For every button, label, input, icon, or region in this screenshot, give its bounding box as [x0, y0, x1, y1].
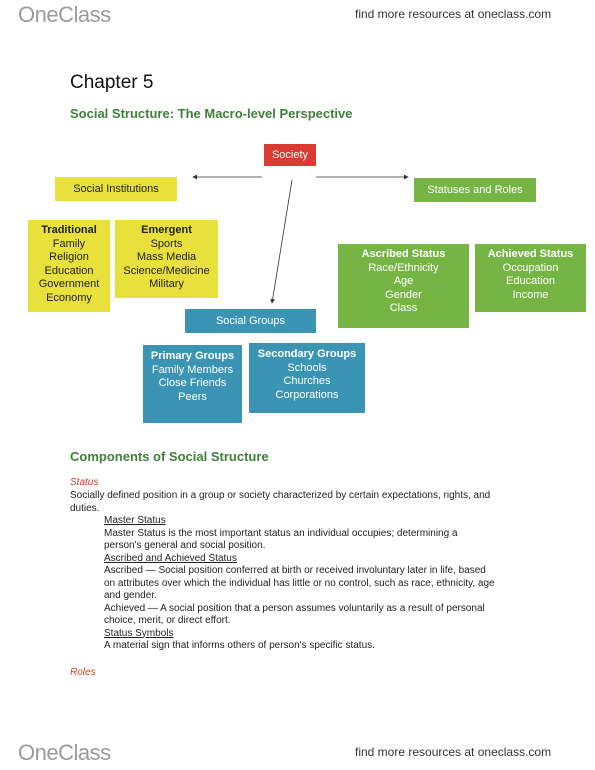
master-status-title: Master Status [104, 515, 166, 526]
achieved-item: Income [512, 288, 549, 301]
social-groups-box: Social Groups [185, 309, 316, 333]
traditional-title: Traditional [41, 224, 97, 236]
statuses-roles-label: Statuses and Roles [427, 184, 523, 196]
traditional-item: Government [38, 278, 100, 290]
emergent-item: Military [149, 278, 184, 290]
text-line: A material sign that informs others of p… [104, 640, 375, 651]
text-line: choice, merit, or direct effort. [104, 615, 231, 626]
statuses-roles-box: Statuses and Roles [414, 178, 536, 202]
primary-item: Close Friends [158, 377, 227, 389]
text-line: duties. [70, 502, 100, 514]
text-line: Achieved — A social position that a pers… [104, 602, 485, 614]
ascribed-achieved-title: Ascribed and Achieved Status [104, 552, 237, 564]
status-label: Status [70, 477, 99, 488]
text-line: Ascribed — Social position conferred at … [104, 565, 486, 576]
ascribed-title: Ascribed Status [361, 248, 446, 260]
traditional-item: Education [44, 264, 94, 277]
ascribed-status-box: Ascribed Status Race/Ethnicity Age Gende… [338, 244, 469, 328]
secondary-item: Churches [283, 375, 331, 387]
traditional-item: Family [52, 237, 86, 250]
achieved-status-box: Achieved Status Occupation Education Inc… [475, 244, 586, 312]
traditional-box: Traditional Family Religion Education Go… [28, 220, 110, 312]
text-line: Master Status is the most important stat… [104, 527, 458, 539]
text-line: and gender. [104, 590, 157, 601]
status-details: Master Status Master Status is the most … [104, 515, 554, 653]
social-groups-label: Social Groups [215, 315, 286, 327]
primary-item: Peers [178, 390, 207, 403]
society-label: Society [271, 149, 309, 161]
primary-title: Primary Groups [150, 350, 235, 362]
page-subtitle: Social Structure: The Macro-level Perspe… [70, 106, 353, 121]
social-institutions-label: Social Institutions [73, 183, 159, 195]
secondary-groups-box: Secondary Groups Schools Churches Corpor… [249, 343, 365, 413]
ascribed-item: Race/Ethnicity [368, 261, 439, 274]
secondary-item: Schools [287, 361, 327, 374]
achieved-item: Education [506, 275, 555, 287]
oneclass-logo[interactable]: OneClass [18, 2, 111, 27]
primary-item: Family Members [151, 363, 234, 376]
primary-groups-box: Primary Groups Family Members Close Frie… [143, 345, 242, 423]
roles-label: Roles [70, 667, 96, 678]
chapter-title: Chapter 5 [70, 72, 154, 93]
emergent-item: Sports [150, 237, 183, 250]
footer-oneclass-logo[interactable]: OneClass [18, 740, 111, 765]
ascribed-item: Class [389, 302, 418, 314]
section-heading: Components of Social Structure [70, 449, 269, 464]
social-institutions-box: Social Institutions [55, 177, 177, 201]
secondary-title: Secondary Groups [257, 348, 357, 360]
emergent-item: Mass Media [136, 251, 197, 263]
ascribed-item: Gender [385, 288, 422, 301]
arrow-to-groups [270, 179, 293, 304]
achieved-item: Occupation [502, 261, 559, 274]
footer-find-more-link[interactable]: find more resources at oneclass.com [355, 745, 552, 759]
emergent-title: Emergent [141, 224, 192, 236]
emergent-box: Emergent Sports Mass Media Science/Medic… [115, 220, 218, 298]
emergent-item: Science/Medicine [123, 264, 210, 277]
status-definition: Socially defined position in a group or … [70, 490, 550, 515]
society-box: Society [264, 144, 316, 166]
text-line: person's general and social position. [104, 540, 266, 551]
find-more-link[interactable]: find more resources at oneclass.com [355, 7, 552, 21]
text-line: on attributes over which the individual … [104, 577, 495, 589]
traditional-item: Economy [46, 291, 92, 304]
secondary-item: Corporations [275, 388, 339, 401]
status-symbols-title: Status Symbols [104, 627, 174, 639]
achieved-title: Achieved Status [487, 248, 574, 260]
traditional-item: Religion [49, 251, 89, 263]
ascribed-item: Age [393, 275, 414, 287]
text-line: Socially defined position in a group or … [70, 490, 491, 501]
